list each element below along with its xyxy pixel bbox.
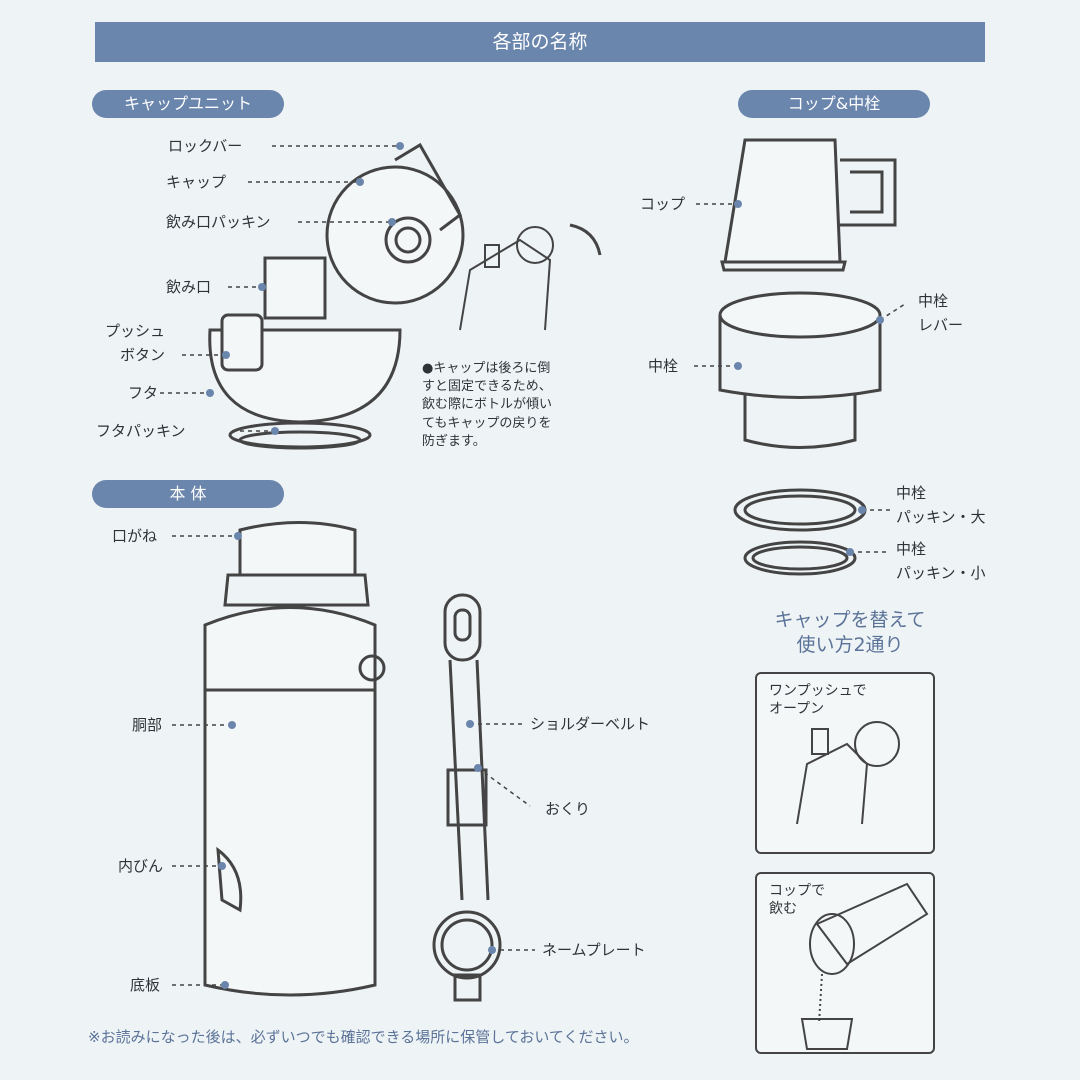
label-plug-packing-large-2: パッキン・大 (896, 508, 986, 526)
label-plug-lever-2: レバー (918, 316, 964, 334)
label-mouth-ring: 口がね (112, 527, 158, 545)
label-spout: 飲み口 (166, 278, 212, 296)
label-slider: おくり (545, 800, 591, 818)
usage-one-push-label: ワンプッシュでオープン (769, 683, 867, 718)
label-lid-packing: フタパッキン (96, 422, 186, 440)
usage-title-line: 使い方2通り (796, 633, 904, 656)
cup-drawing (720, 138, 897, 272)
label-spout-packing: 飲み口パッキン (166, 213, 271, 231)
cap-note: ●キャップは後ろに倒 すと固定できるため、 飲む際にボトルが傾い てもキャップの… (422, 360, 592, 451)
label-plug-packing-small-2: パッキン・小 (896, 564, 986, 582)
plug-drawing (718, 291, 882, 576)
section-body: 本 体 (92, 480, 284, 508)
usage-title-line: キャップを替えて (774, 609, 926, 631)
label-lock-bar: ロックバー (168, 137, 243, 155)
label-bottom-plate: 底板 (130, 976, 161, 994)
cup-drink-illustration (800, 882, 929, 1050)
usage-cup-label: コップで飲む (769, 883, 825, 918)
drinking-hand-drawing (459, 223, 602, 331)
label-shoulder-belt: ショルダーベルト (530, 715, 651, 733)
label-lid: フタ (128, 384, 159, 402)
label-inner-bottle: 内びん (118, 857, 164, 875)
label-plug: 中栓 (648, 357, 679, 375)
one-push-illustration (796, 721, 900, 825)
bottle-body-drawing (203, 521, 386, 997)
cap-note-line: 飲む際にボトルが傾い (422, 397, 553, 413)
cap-note-line: ●キャップは後ろに倒 (422, 361, 551, 376)
footer-note: ※お読みになった後は、必ずいつでも確認できる場所に保管しておいてください。 (88, 1028, 639, 1046)
label-plug-packing-large-1: 中栓 (896, 484, 927, 502)
leader-dots (206, 142, 884, 989)
shoulder-belt-drawing (432, 593, 502, 1002)
label-body: 胴部 (132, 716, 163, 734)
cap-note-line: 防ぎます。 (422, 433, 486, 449)
usage-one-push-panel: ワンプッシュでオープン (755, 672, 935, 854)
section-cup-plug: コップ&中栓 (738, 90, 930, 118)
label-button: ボタン (119, 346, 165, 364)
usage-cup-panel: コップで飲む (755, 872, 935, 1054)
label-push: プッシュ (104, 322, 165, 340)
leader-lines (160, 145, 906, 986)
label-plug-lever-1: 中栓 (918, 292, 949, 310)
cap-unit-drawing (208, 142, 465, 450)
label-name-plate: ネームプレート (542, 941, 646, 959)
usage-title: キャップを替えて 使い方2通り (740, 608, 960, 657)
label-plug-packing-small-1: 中栓 (896, 540, 927, 558)
section-cap-unit: キャップユニット (92, 90, 284, 118)
label-cap: キャップ (166, 173, 227, 191)
label-cup: コップ (640, 195, 686, 213)
cap-note-line: てもキャップの戻りを (422, 415, 552, 431)
cap-note-line: すと固定できるため、 (422, 379, 552, 395)
page-title-banner: 各部の名称 (95, 22, 985, 62)
